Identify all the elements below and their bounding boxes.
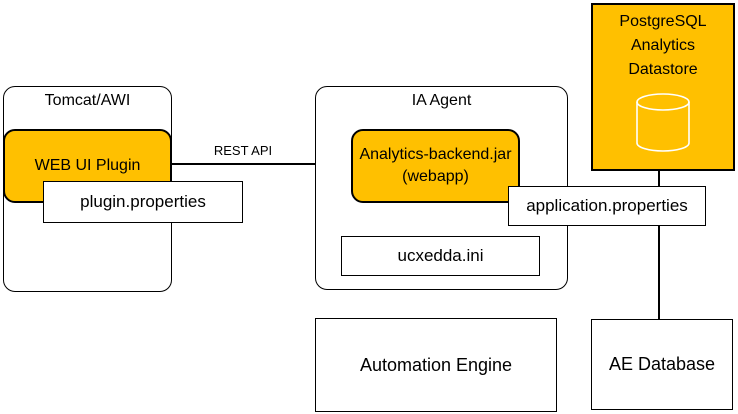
rest-api-label: REST API — [213, 143, 273, 158]
postgres-label-line3: Datastore — [628, 61, 698, 78]
ae-database-label: AE Database — [608, 354, 716, 374]
connector-rest-api — [172, 163, 315, 165]
application-properties-node: application.properties — [508, 186, 706, 226]
postgres-label-line2: Analytics — [630, 37, 696, 54]
ia-agent-label: IA Agent — [411, 92, 472, 109]
analytics-backend-label-line1: Analytics-backend.jar — [359, 146, 512, 163]
ucxedda-ini-node: ucxedda.ini — [341, 236, 540, 276]
automation-engine-label: Automation Engine — [359, 354, 513, 375]
connector-postgres-to-ae-database — [658, 170, 660, 320]
postgres-datastore-node: PostgreSQL Analytics Datastore — [591, 3, 735, 171]
application-properties-label: application.properties — [526, 196, 688, 215]
web-ui-plugin-label: WEB UI Plugin — [34, 157, 141, 174]
automation-engine-node: Automation Engine — [315, 318, 557, 412]
ucxedda-ini-label: ucxedda.ini — [397, 246, 484, 265]
ae-database-node: AE Database — [591, 319, 733, 410]
analytics-backend-node: Analytics-backend.jar (webapp) — [351, 129, 520, 203]
analytics-backend-label-line2: (webapp) — [402, 168, 469, 185]
plugin-properties-node: plugin.properties — [43, 181, 243, 223]
postgres-label-line1: PostgreSQL — [619, 13, 707, 30]
plugin-properties-label: plugin.properties — [80, 192, 206, 211]
tomcat-awi-label: Tomcat/AWI — [44, 92, 131, 109]
database-cylinder-icon — [636, 93, 690, 152]
